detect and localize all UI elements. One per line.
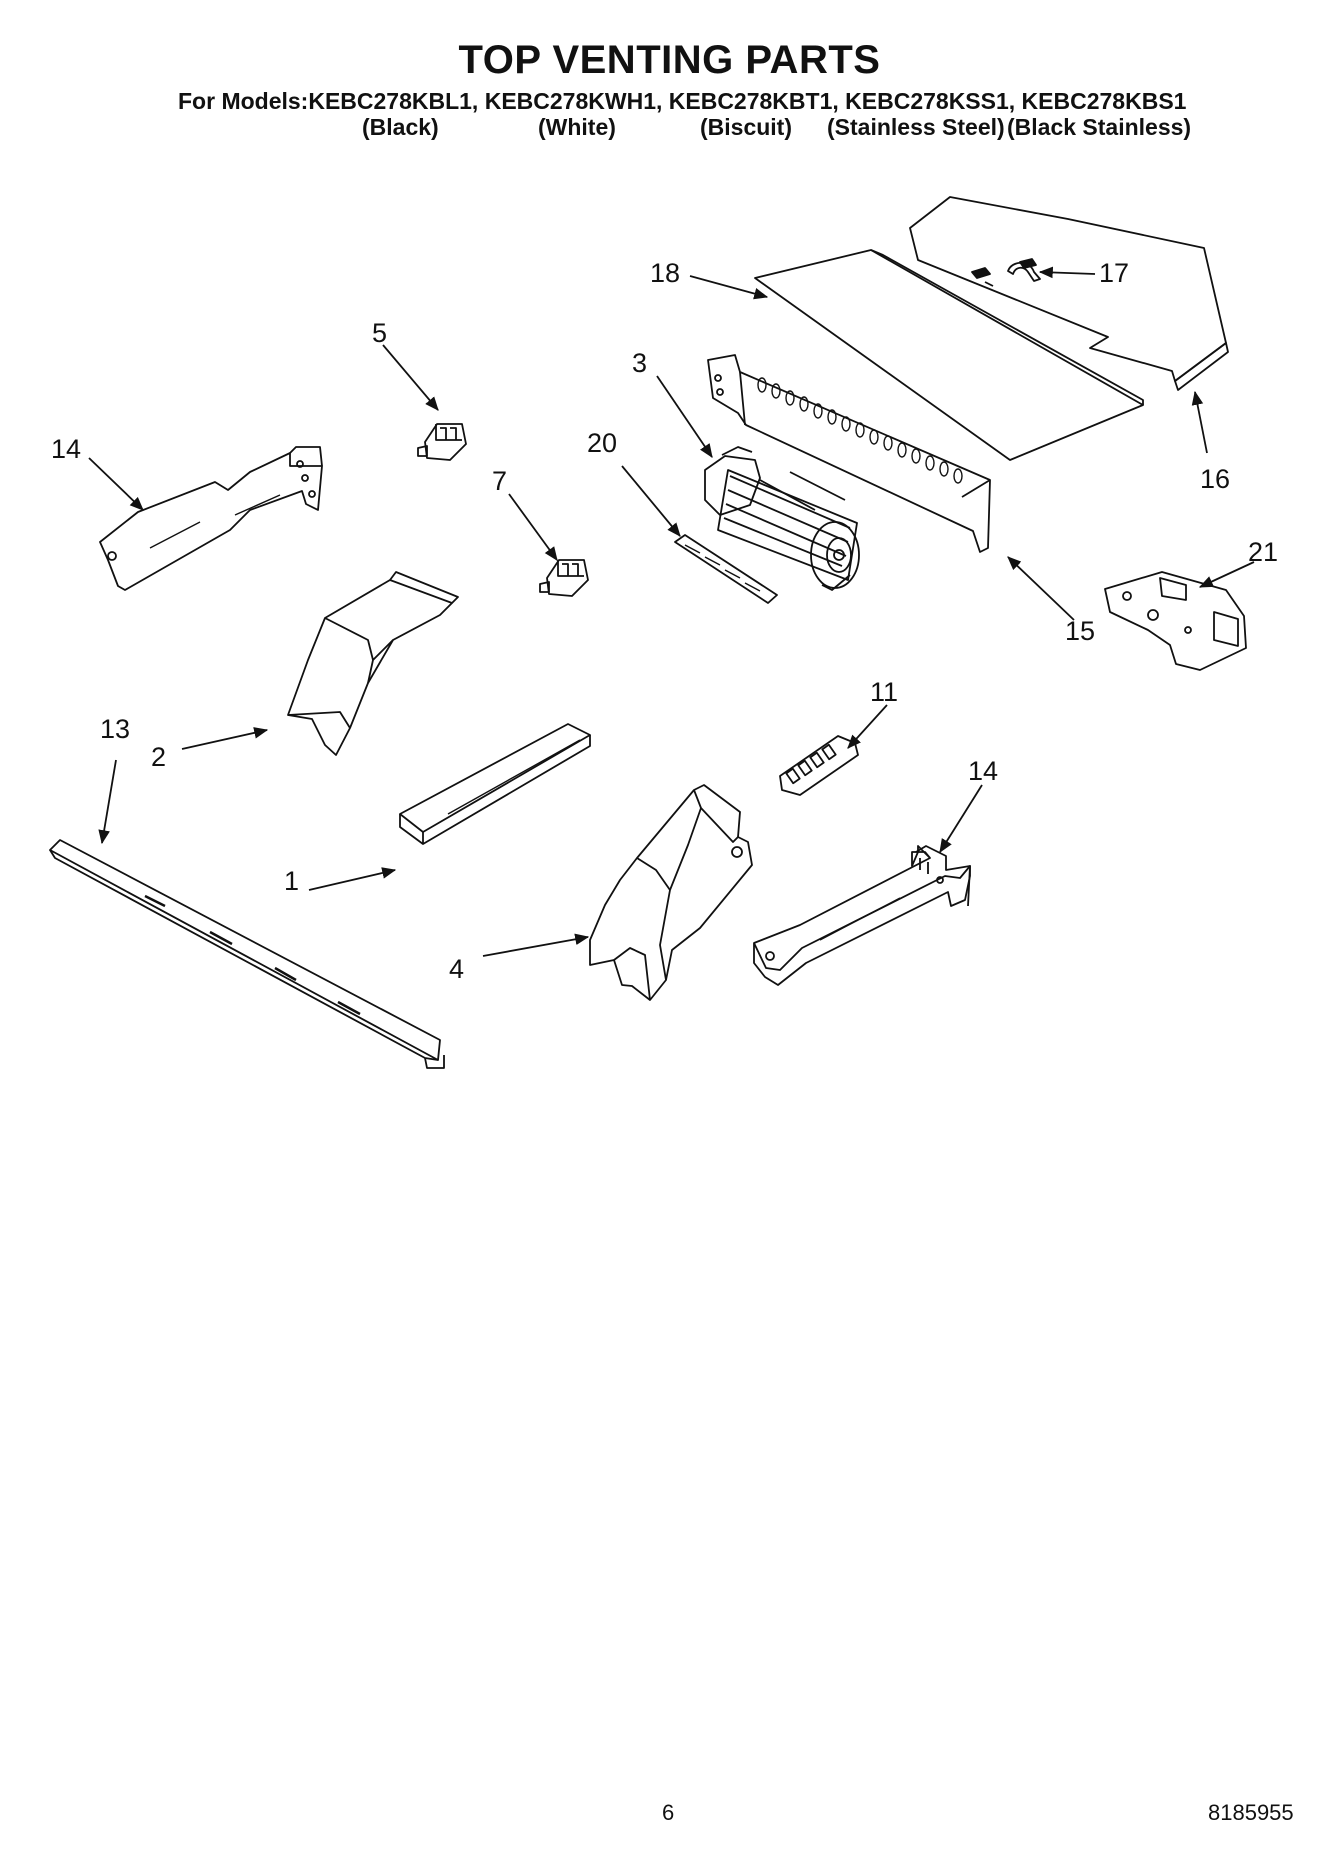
- callout-18: 18: [650, 258, 680, 288]
- callout-15: 15: [1065, 616, 1095, 646]
- callout-21: 21: [1248, 537, 1278, 567]
- variant-biscuit: (Biscuit): [700, 114, 792, 140]
- part-7-relay: [539, 559, 589, 597]
- part-1-plate: [399, 723, 591, 845]
- part-15-holes: [757, 377, 963, 484]
- page-title: TOP VENTING PARTS: [458, 38, 881, 82]
- part-15-vent-bracket: [707, 354, 991, 553]
- document-number: 8185955: [1208, 1800, 1294, 1825]
- callout-3: 3: [632, 348, 647, 378]
- callout-13: 13: [100, 714, 130, 744]
- part-20-strip: [674, 534, 778, 604]
- callout-14-right: 14: [968, 756, 998, 786]
- part-14-right-bracket: [753, 845, 971, 986]
- callout-17: 17: [1099, 258, 1129, 288]
- variant-white: (White): [538, 114, 616, 140]
- part-13-long-trim: [49, 839, 445, 1069]
- callout-labels: 18 17 16 3 5 14 20 7 15 21 11 14 13 2 1 …: [51, 258, 1278, 984]
- variant-stainless-steel: (Stainless Steel): [827, 114, 1005, 140]
- callout-7: 7: [492, 466, 507, 496]
- callout-14-left: 14: [51, 434, 81, 464]
- callout-2: 2: [151, 742, 166, 772]
- part-17-clip: [1007, 261, 1041, 282]
- part-3-blower-motor: [704, 446, 860, 591]
- callout-4: 4: [449, 954, 464, 984]
- leader-arrows: [88, 266, 1255, 957]
- callout-11: 11: [870, 677, 898, 707]
- callout-1: 1: [284, 866, 299, 896]
- callout-20: 20: [587, 428, 617, 458]
- part-18-panel: [754, 249, 1144, 461]
- variant-black-stainless: (Black Stainless): [1007, 114, 1192, 140]
- models-line: For Models:KEBC278KBL1, KEBC278KWH1, KEB…: [178, 88, 1187, 114]
- page-number: 6: [662, 1800, 675, 1825]
- variant-black: (Black): [362, 114, 439, 140]
- part-21-bracket: [1104, 571, 1247, 671]
- callout-5: 5: [372, 318, 387, 348]
- part-16-top-panel: [909, 196, 1229, 391]
- part-11-terminal-block: [779, 735, 859, 796]
- part-4-duct-bracket: [589, 784, 753, 1001]
- part-14-left-bracket: [99, 446, 323, 591]
- part-5-relay: [417, 423, 467, 461]
- callout-16: 16: [1200, 464, 1230, 494]
- part-2-vent-duct: [287, 571, 459, 756]
